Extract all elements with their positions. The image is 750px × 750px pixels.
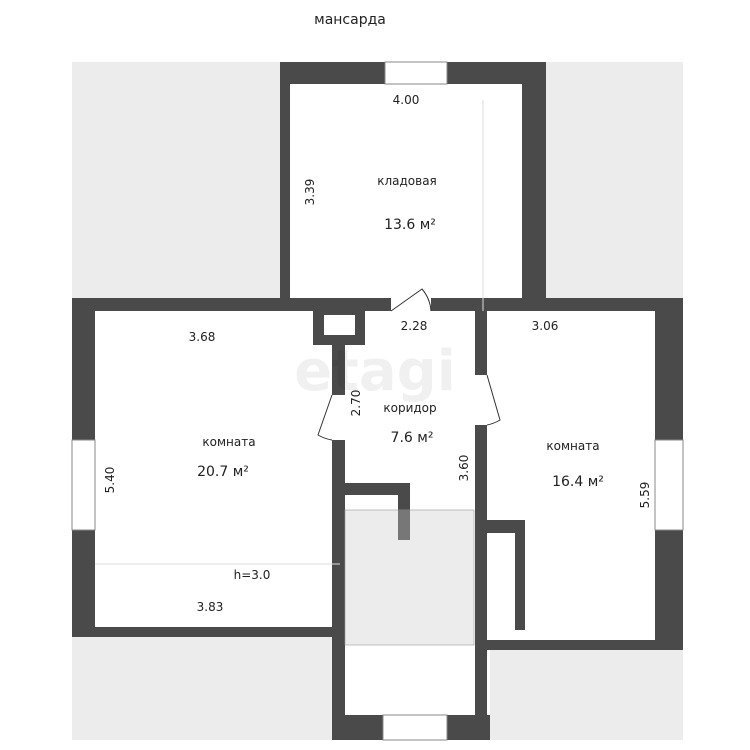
room-area: 13.6 м²: [384, 217, 436, 233]
ceiling-height: h=3.0: [234, 568, 271, 582]
window: [382, 714, 448, 741]
room-area: 20.7 м²: [197, 464, 249, 480]
dimension: 3.83: [197, 600, 224, 614]
dimension: 3.39: [303, 179, 317, 206]
room-area: 7.6 м²: [391, 430, 434, 446]
door-left-room: [317, 394, 333, 441]
window: [654, 439, 684, 531]
room-name: кладовая: [377, 174, 437, 188]
room-name: коридор: [383, 401, 436, 415]
dimension: 4.00: [393, 93, 420, 107]
dimension: 3.68: [189, 330, 216, 344]
plan-title: мансарда: [314, 12, 386, 28]
dimension: 2.28: [401, 319, 428, 333]
outside-area: [490, 650, 683, 740]
room-name: комната: [202, 435, 255, 449]
stair-partition: [398, 510, 410, 540]
chimney-hole: [324, 315, 355, 335]
outside-area: [72, 62, 280, 298]
door-opening: [391, 298, 431, 311]
door-storage: [390, 288, 432, 312]
door-right-room: [486, 374, 501, 426]
outside-area: [546, 62, 683, 298]
room-area: 16.4 м²: [552, 474, 604, 490]
dimension: 5.40: [103, 467, 117, 494]
window: [384, 61, 448, 85]
dimension: 5.59: [638, 482, 652, 509]
dimension: 2.70: [349, 390, 363, 417]
window: [71, 439, 96, 531]
dimension: 3.06: [532, 319, 559, 333]
watermark: etagi: [294, 339, 456, 404]
room-name: комната: [546, 439, 599, 453]
dimension: 3.60: [457, 455, 471, 482]
outside-area: [72, 637, 332, 740]
